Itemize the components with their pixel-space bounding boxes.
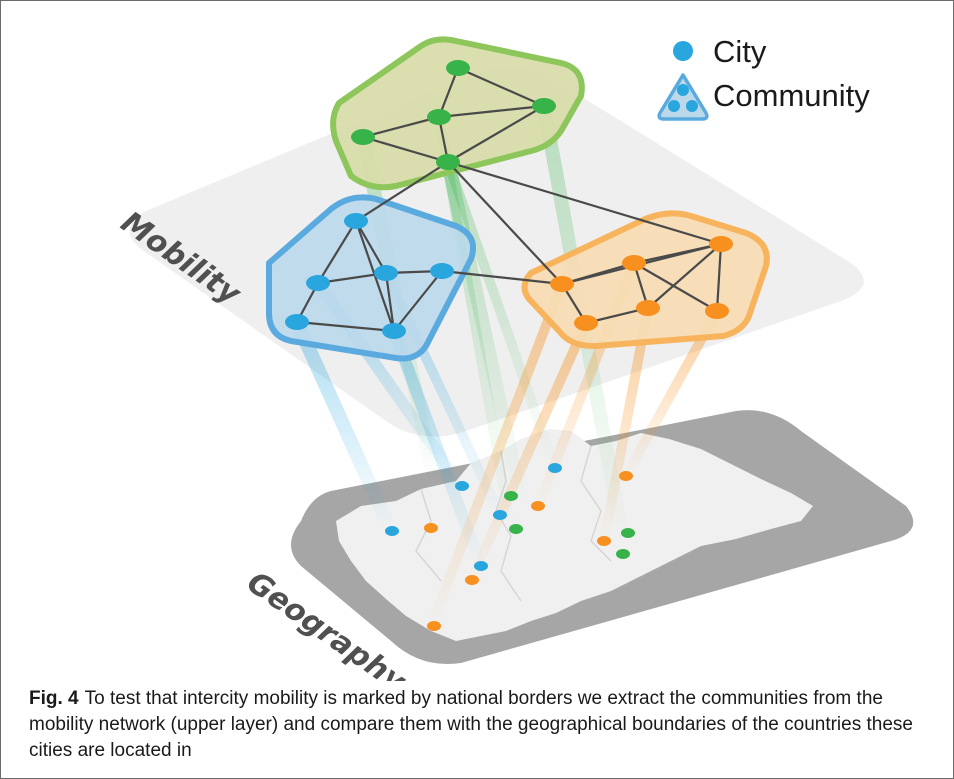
city-node-green — [532, 98, 556, 114]
legend-community-label: Community — [713, 78, 870, 113]
city-node-orange — [709, 236, 733, 252]
geo-city-dot-orange — [465, 575, 479, 585]
network-nodes — [285, 60, 733, 339]
network-edge — [355, 220, 387, 274]
city-node-orange — [622, 255, 646, 271]
city-node-orange — [550, 276, 574, 292]
network-edge — [647, 243, 722, 309]
legend: City Community — [657, 34, 870, 121]
projection-line — [466, 318, 591, 586]
network-edge — [447, 105, 545, 163]
projection-line — [599, 303, 653, 546]
community-hull-green — [330, 36, 585, 191]
city-node-orange — [705, 303, 729, 319]
city-node-blue — [430, 263, 454, 279]
geo-city-dot-blue — [385, 526, 399, 536]
legend-city-label: City — [713, 34, 767, 69]
geo-city-dot-blue — [455, 481, 469, 491]
city-node-green — [446, 60, 470, 76]
geo-city-dot-blue — [493, 510, 507, 520]
mobility-geography-diagram: Mobility Geography City Community — [114, 34, 914, 681]
city-node-blue — [344, 213, 368, 229]
network-edges — [296, 66, 723, 333]
geo-city-dot-green — [616, 549, 630, 559]
network-edge — [457, 66, 545, 108]
city-node-blue — [374, 265, 398, 281]
caption-text: To test that intercity mobility is marke… — [29, 688, 913, 761]
network-edge — [362, 135, 449, 164]
geo-city-dot-orange — [619, 471, 633, 481]
geo-city-dot-green — [509, 524, 523, 534]
network-edge — [362, 115, 440, 139]
geo-city-dot-green — [621, 528, 635, 538]
geo-city-dot-orange — [597, 536, 611, 546]
city-node-green — [436, 154, 460, 170]
caption-label: Fig. 4 — [29, 688, 79, 709]
geo-city-dot-blue — [548, 463, 562, 473]
geo-city-dot-orange — [427, 621, 441, 631]
city-node-blue — [306, 275, 330, 291]
geo-city-dot-blue — [474, 561, 488, 571]
geo-city-dot-orange — [531, 501, 545, 511]
geo-city-dot-orange — [424, 523, 438, 533]
city-node-orange — [574, 315, 598, 331]
network-edge — [447, 160, 722, 246]
network-edge — [355, 161, 449, 222]
network-edge — [317, 220, 357, 284]
city-node-green — [351, 129, 375, 145]
geography-cities — [385, 463, 635, 631]
network-edge — [715, 243, 723, 312]
projection-line — [290, 315, 398, 538]
network-edge — [441, 269, 563, 286]
legend-community-icon — [657, 73, 709, 121]
network-edge — [447, 161, 563, 285]
projection-line — [426, 279, 567, 631]
city-node-blue — [285, 314, 309, 330]
legend-city-icon — [673, 41, 693, 61]
network-edge — [633, 262, 718, 312]
city-node-blue — [382, 323, 406, 339]
city-node-orange — [636, 300, 660, 316]
network-edge — [438, 104, 545, 119]
city-node-green — [427, 109, 451, 125]
network-edge — [437, 67, 460, 118]
network-edge — [296, 320, 395, 333]
network-edge — [393, 270, 443, 332]
network-edge — [384, 272, 396, 332]
geo-city-dot-green — [504, 491, 518, 501]
community-hull-blue — [266, 194, 477, 362]
